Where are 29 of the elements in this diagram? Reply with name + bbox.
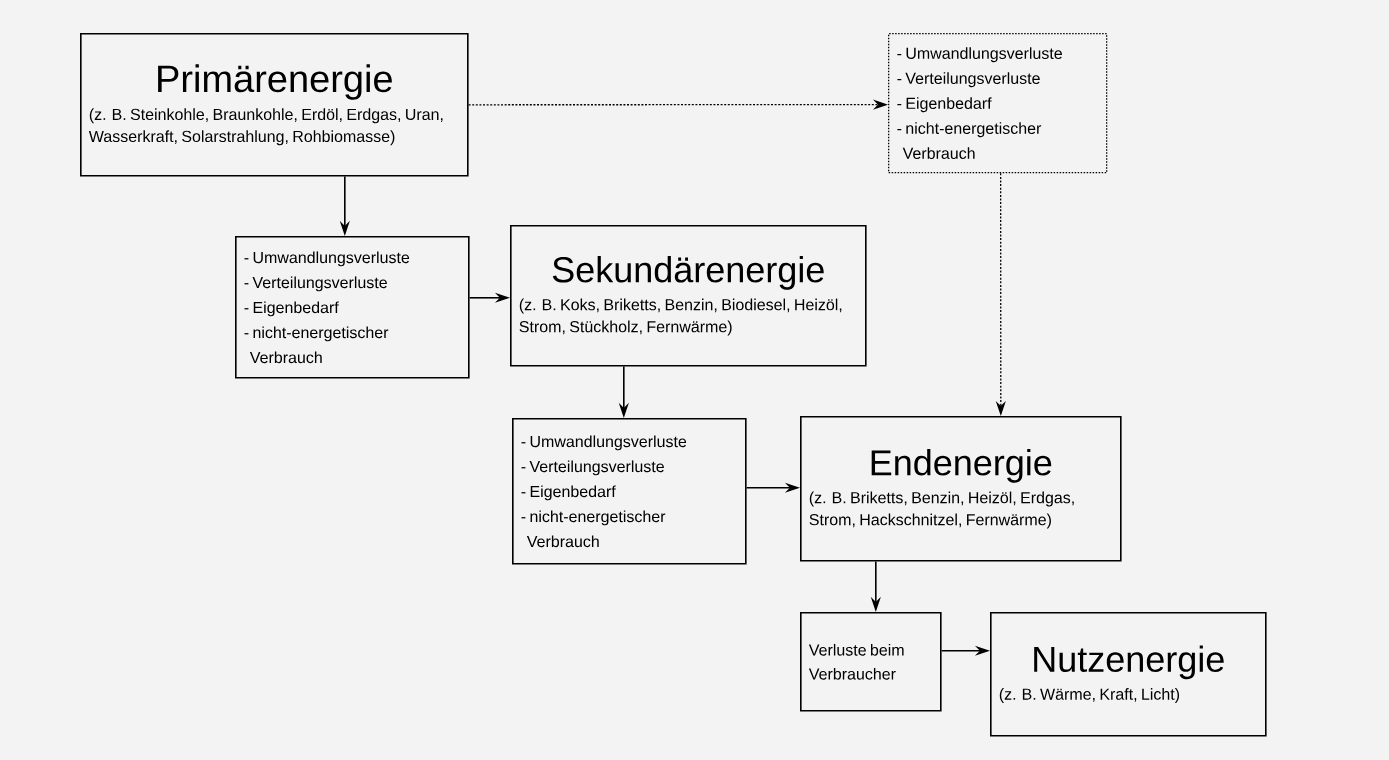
- example-list: (z. B. Wärme, Kraft, Licht): [999, 688, 1180, 703]
- energy-box: [800, 416, 1122, 562]
- energy-box: [80, 33, 469, 177]
- loss-box: [888, 33, 1108, 174]
- list-item: - Eigenbedarf: [244, 301, 339, 317]
- list-item: - Verteilungsverluste: [897, 72, 1040, 88]
- list-item: - Verteilungsverluste: [521, 460, 664, 476]
- list-item: - Umwandlungsverluste: [521, 435, 687, 451]
- box-title: Primärenergie: [158, 64, 392, 100]
- energy-box: [990, 612, 1267, 737]
- list-item: - Umwandlungsverluste: [897, 47, 1062, 63]
- list-item: - Umwandlungsverluste: [244, 251, 410, 267]
- box-title: Endenergie: [871, 449, 1052, 483]
- list-item: - nicht-energetischer Verbrauch: [521, 510, 666, 548]
- energy-box: [510, 225, 867, 367]
- box-title: Sekundärenergie: [552, 256, 824, 290]
- loss-box: [800, 612, 942, 712]
- list-item: - Eigenbedarf: [897, 97, 992, 113]
- list-item: - nicht-energetischer Verbrauch: [244, 326, 389, 364]
- list-item: - Verteilungsverluste: [244, 276, 387, 292]
- list-item: - nicht-energetischer Verbrauch: [897, 122, 1042, 159]
- loss-box: [512, 418, 747, 565]
- example-list: (z. B. Steinkohle, Braunkohle, Erdöl, Erdgas, Uran, Wasserkraft, Solarstrahlung, Rohbiomasse): [88, 108, 443, 146]
- list-item: - Eigenbedarf: [521, 485, 616, 501]
- example-list: (z. B. Koks, Briketts, Benzin, Biodiesel, Heizöl, Strom, Stückholz, Fernwärme): [519, 298, 842, 336]
- loss-box: [235, 236, 470, 379]
- box-text: Verluste beim Verbraucher: [808, 643, 904, 680]
- box-title: Nutzenergie: [1034, 645, 1224, 680]
- example-list: (z. B. Briketts, Benzin, Heizöl, Erdgas, Strom, Hackschnitzel, Fernwärme): [809, 491, 1074, 529]
